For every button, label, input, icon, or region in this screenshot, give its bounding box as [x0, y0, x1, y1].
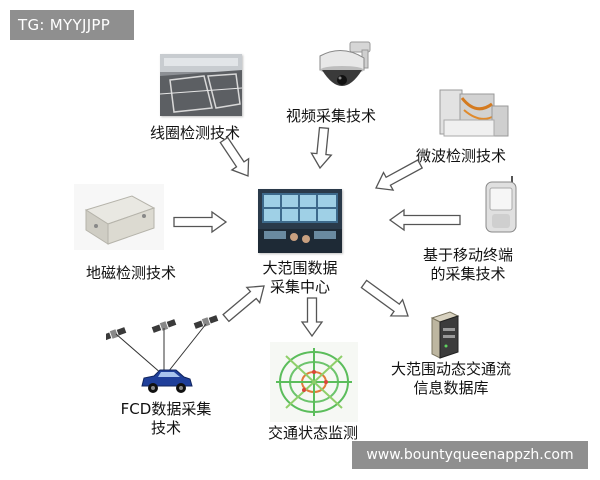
database-line2: 信息数据库	[413, 379, 489, 397]
microwave-detector-icon	[436, 86, 510, 142]
data-center-label: 大范围数据 采集中心	[256, 259, 344, 297]
mobile-phone-icon	[482, 176, 520, 234]
satellite-signal-lines	[115, 323, 207, 375]
satellite-icon-2	[151, 319, 177, 333]
arrow-mobile-to-center	[388, 208, 461, 232]
video-camera-icon	[306, 40, 378, 102]
fcd-label: FCD数据采集 技术	[112, 400, 220, 438]
database-line1: 大范围动态交通流	[390, 360, 511, 378]
coil-label: 线圈检测技术	[150, 124, 241, 142]
magnetic-sensor-icon	[74, 184, 164, 250]
tg-tag: TG: MYYJJPP	[10, 10, 134, 40]
traffic-map-image	[270, 342, 358, 422]
traffic-label: 交通状态监测	[268, 424, 359, 442]
coil-detector-photo	[160, 54, 242, 116]
mobile-label: 基于移动终端 的采集技术	[406, 246, 530, 284]
data-center-line1: 大范围数据	[262, 259, 338, 277]
database-label: 大范围动态交通流 信息数据库	[374, 360, 528, 398]
magnetic-label: 地磁检测技术	[86, 264, 177, 282]
server-icon	[426, 308, 462, 360]
watermark: www.bountyqueenappzh.com	[352, 441, 588, 469]
arrow-magnetic-to-center	[173, 210, 228, 234]
arrow-video-to-center	[310, 126, 333, 170]
fcd-line2: 技术	[150, 419, 181, 437]
car-icon	[138, 366, 194, 396]
gps-satellites-icon	[106, 315, 219, 341]
control-center-photo	[258, 189, 342, 253]
arrow-fcd-to-center	[222, 285, 265, 323]
data-center-line2: 采集中心	[269, 278, 330, 296]
arrow-center-to-database	[360, 279, 409, 317]
microwave-label: 微波检测技术	[416, 147, 507, 165]
mobile-line1: 基于移动终端	[422, 246, 513, 264]
arrow-microwave-to-center	[375, 159, 424, 191]
satellite-icon-3	[193, 315, 219, 329]
satellite-icon-1	[106, 327, 127, 341]
arrow-coil-to-center	[219, 136, 250, 177]
arrow-center-to-traffic	[300, 297, 324, 338]
fcd-line1: FCD数据采集	[120, 400, 212, 418]
video-label: 视频采集技术	[286, 107, 377, 125]
mobile-line2: 的采集技术	[430, 265, 506, 283]
